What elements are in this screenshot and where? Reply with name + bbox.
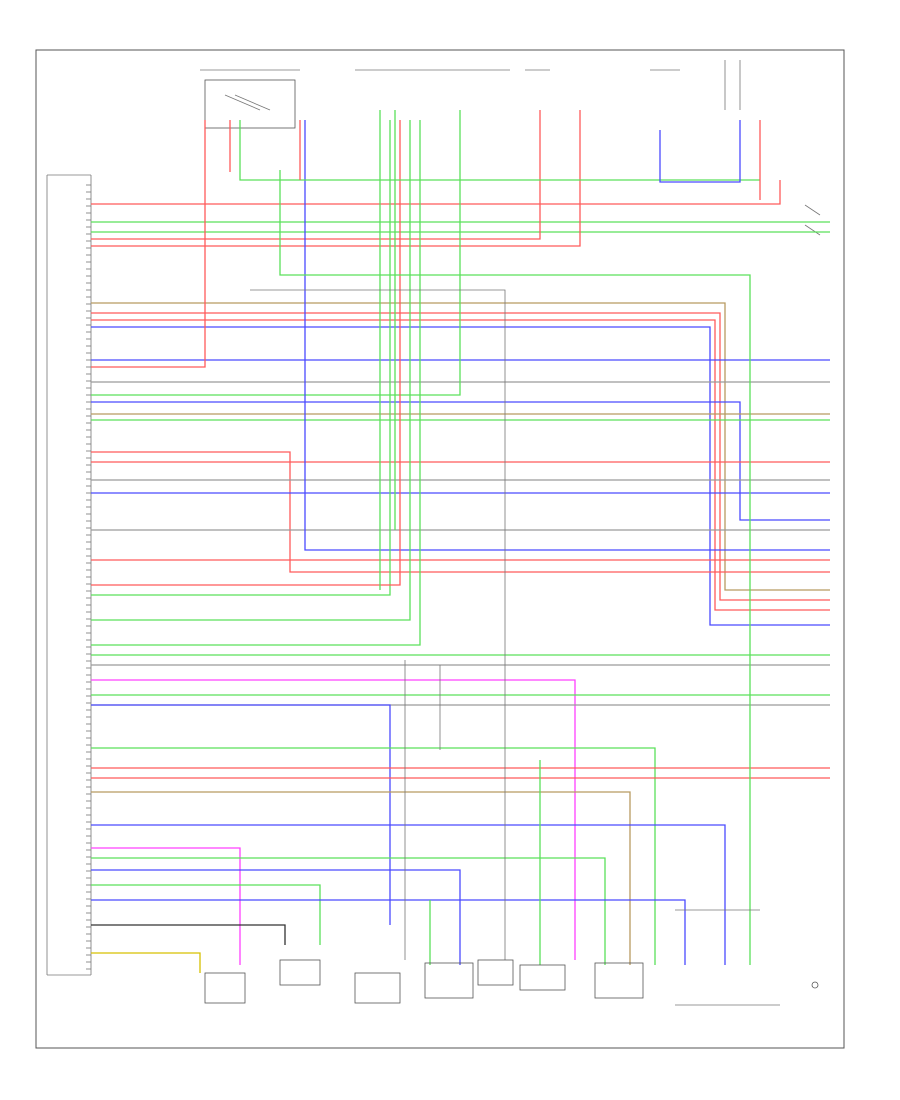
ground-symbol xyxy=(811,981,819,989)
wire-green xyxy=(91,857,606,965)
component-box-4 xyxy=(424,962,474,999)
component-box-7 xyxy=(594,962,644,999)
wire-tan xyxy=(91,791,631,965)
wire-blue xyxy=(91,869,461,965)
wire-green xyxy=(91,884,321,945)
ecu-pin-ticks xyxy=(86,184,91,970)
wire-black xyxy=(91,924,286,945)
wire-red xyxy=(91,120,206,368)
wire-blue xyxy=(91,704,391,925)
wire-red xyxy=(91,180,781,205)
wire-blue xyxy=(91,401,830,521)
wire-red xyxy=(91,312,830,601)
wire-magenta xyxy=(91,847,241,965)
top-connector-group xyxy=(355,60,741,110)
component-box-5 xyxy=(477,959,514,986)
wire-blue xyxy=(91,899,686,965)
diagram-frame xyxy=(35,49,845,1049)
component-box-2 xyxy=(279,959,321,986)
wire-magenta xyxy=(91,679,576,960)
component-box-6 xyxy=(519,964,566,991)
wire-red xyxy=(91,451,830,573)
top-switch-block xyxy=(200,69,300,129)
wire-green xyxy=(91,120,411,621)
wire-tan xyxy=(91,302,830,591)
bottom-components xyxy=(204,909,819,1006)
wire-green xyxy=(91,120,391,596)
wire-green xyxy=(91,747,656,965)
wire-layer xyxy=(91,110,830,973)
wire-green xyxy=(91,120,421,646)
component-box-1 xyxy=(204,972,246,1004)
wire-red xyxy=(91,319,830,611)
wire-yellow xyxy=(91,952,201,973)
wire-green xyxy=(239,120,760,181)
wire-red xyxy=(91,110,581,247)
component-box-3 xyxy=(354,972,401,1004)
wire-green xyxy=(91,110,461,396)
wire-blue xyxy=(659,120,741,183)
wire-red xyxy=(91,110,541,240)
leader-line xyxy=(250,289,506,960)
wire-blue xyxy=(91,824,726,965)
wire-blue xyxy=(304,120,830,551)
wire-red xyxy=(91,120,401,586)
right-switch xyxy=(804,204,821,236)
ecu-block xyxy=(46,174,92,976)
wire-green xyxy=(279,170,751,965)
